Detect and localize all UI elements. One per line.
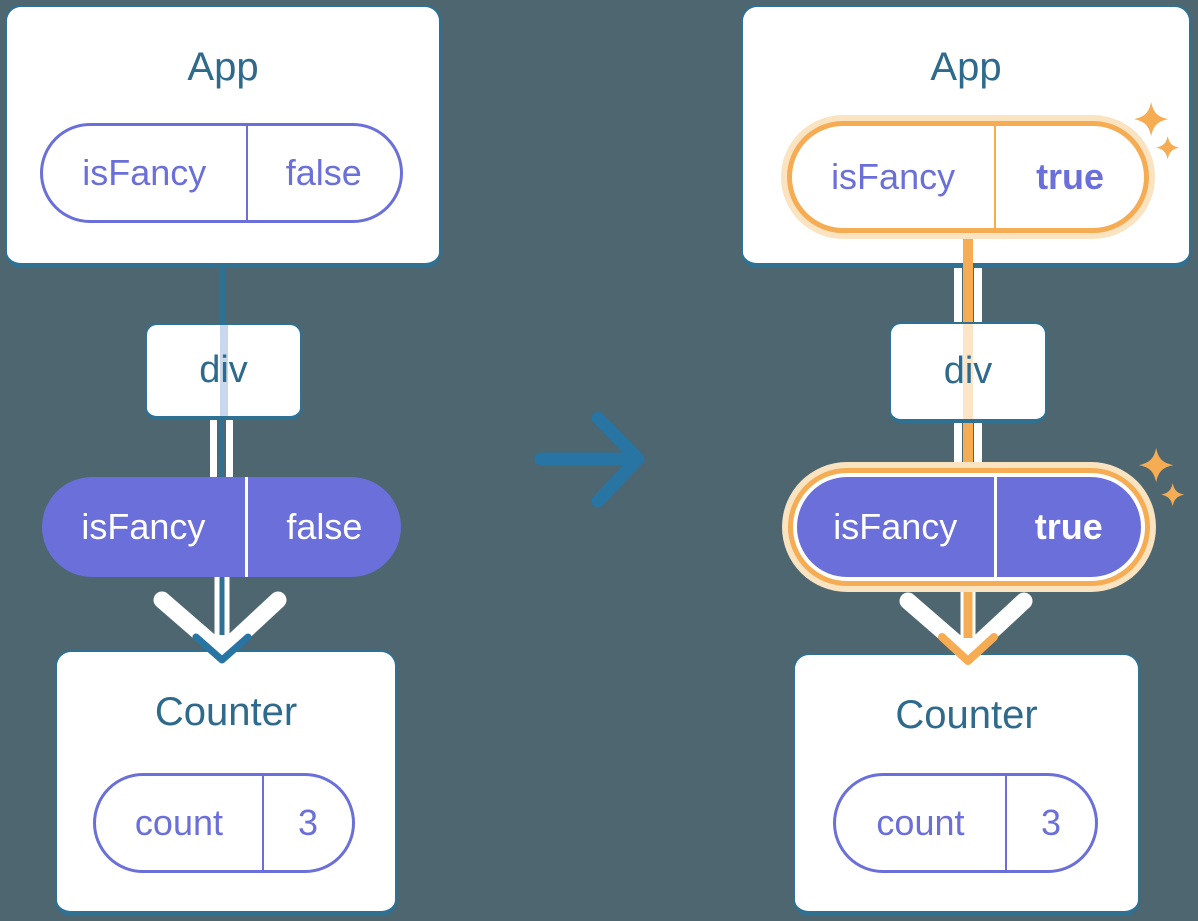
state-pill: count 3: [833, 773, 1098, 873]
context-pill-ring: isFancy true: [788, 468, 1150, 586]
sparkle-icon: [1134, 102, 1180, 160]
context-pill: isFancy false: [42, 477, 401, 577]
highlight-edge-stub: [963, 234, 973, 268]
counter-title: Counter: [154, 690, 298, 734]
div-node-label: div: [199, 349, 248, 391]
tree-edge-app-to-div: [219, 266, 225, 325]
div-node-label: div: [943, 350, 993, 392]
context-pill-key: isFancy: [42, 477, 248, 577]
tree-edge-div-to-pill: [954, 423, 982, 478]
sparkle-icon: [1139, 448, 1185, 507]
highlight-ring: isFancy true: [781, 115, 1155, 239]
pass-through-line: [963, 324, 973, 419]
state-pill-value: 3: [297, 802, 318, 843]
div-node: div: [889, 322, 1047, 423]
prop-pill-value: false: [285, 152, 362, 193]
context-pill: isFancy true: [797, 477, 1141, 577]
prop-pill: isFancy true: [787, 121, 1149, 233]
context-pill-value: true: [1034, 506, 1103, 547]
down-arrow-icon: [899, 578, 1033, 665]
counter-title: Counter: [895, 693, 1038, 737]
down-arrow-icon: [153, 577, 287, 664]
div-node: div: [145, 323, 302, 420]
tree-edge-div-to-pill: [210, 420, 233, 477]
context-pill-value: false: [286, 506, 363, 547]
state-pill-value: 3: [1040, 802, 1061, 843]
prop-pill: isFancy false: [40, 123, 403, 223]
state-pill-key: count: [96, 776, 264, 870]
app-title: App: [187, 45, 259, 89]
prop-pill-key: isFancy: [792, 126, 997, 228]
state-pill-key: count: [836, 776, 1007, 870]
state-pill: count 3: [93, 773, 355, 873]
highlight-ring: isFancy true: [782, 462, 1156, 592]
right-arrow-icon: [534, 411, 645, 508]
context-pill-key: isFancy: [797, 477, 997, 577]
pass-through-line: [219, 325, 228, 416]
prop-pill-key: isFancy: [43, 126, 248, 220]
prop-pill-value: true: [1036, 156, 1105, 197]
app-title: App: [930, 45, 1002, 89]
tree-edge-app-to-div: [954, 268, 982, 322]
